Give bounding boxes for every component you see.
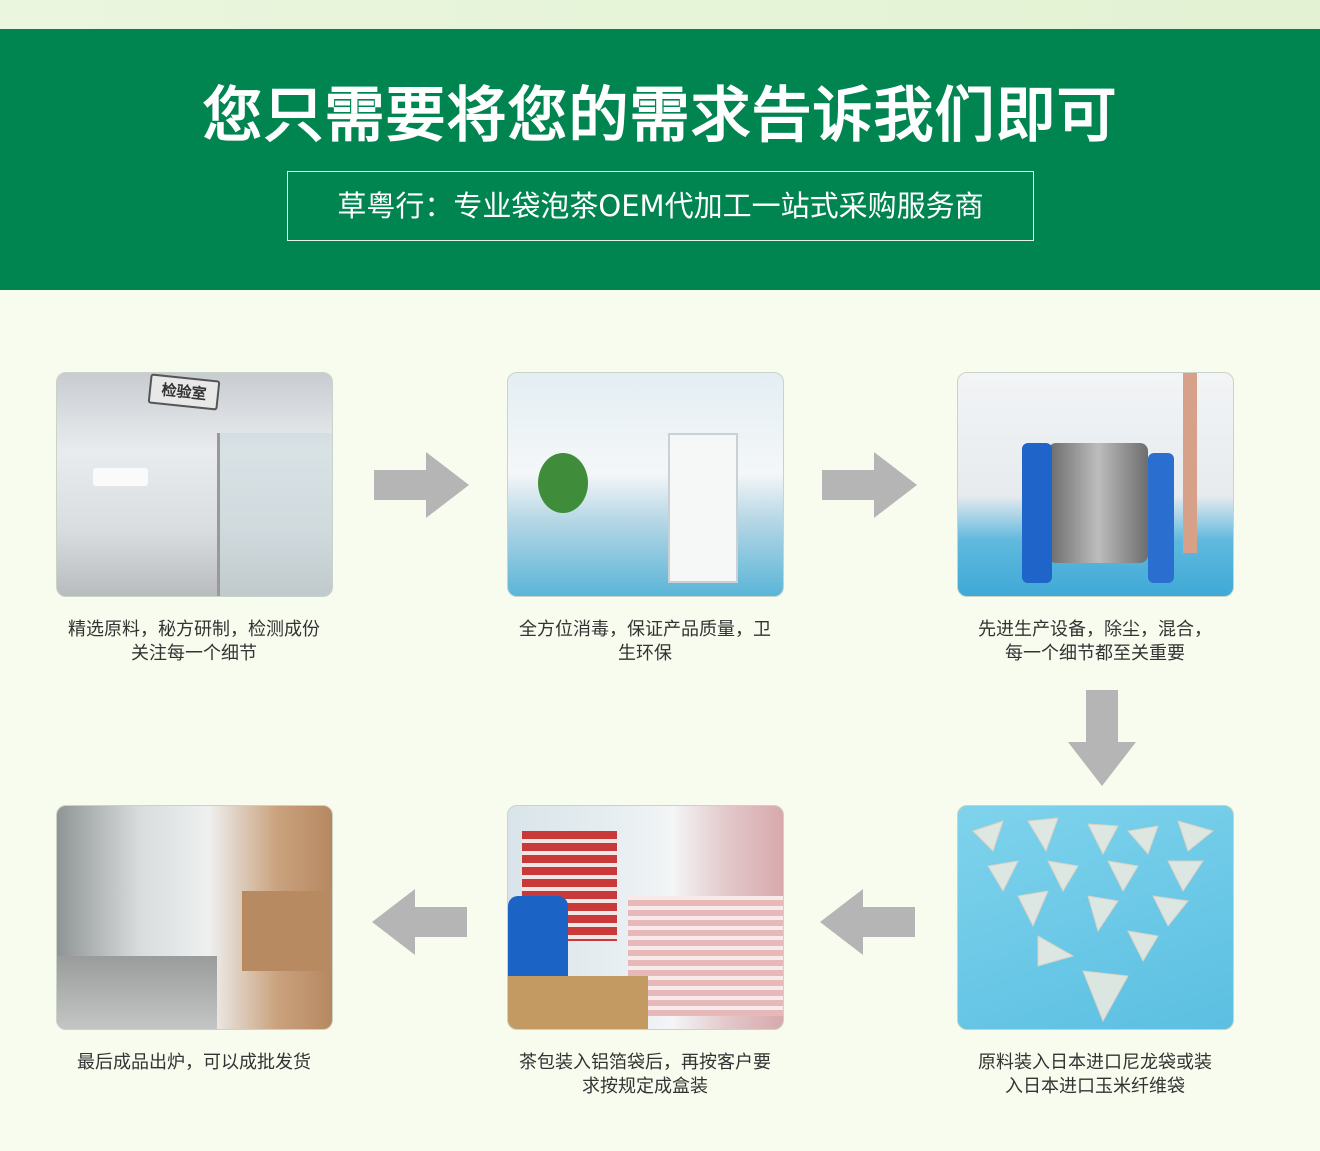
caption-line: 茶包装入铝箔袋后，再按客户要	[519, 1052, 771, 1073]
boxes	[242, 891, 332, 971]
worker	[1022, 443, 1052, 583]
teabags-illustration	[972, 817, 1215, 1023]
photo-inspection-room: 检验室	[56, 372, 333, 597]
caption-line: 全方位消毒，保证产品质量，卫	[519, 619, 771, 640]
step-3-caption: 先进生产设备，除尘，混合， 每一个细节都至关重要	[935, 618, 1255, 666]
carton	[508, 976, 648, 1029]
step-6-caption: 最后成品出炉，可以成批发货	[34, 1051, 354, 1075]
top-band	[0, 0, 1320, 29]
worker	[508, 896, 568, 986]
caption-line: 求按规定成盒装	[582, 1076, 708, 1097]
photo-pyramid-teabags	[957, 805, 1234, 1030]
photo-production-equipment	[957, 372, 1234, 597]
photo-clean-corridor	[507, 372, 784, 597]
step-5-caption: 茶包装入铝箔袋后，再按客户要求按规定成盒装	[485, 1051, 805, 1099]
glass-partition	[217, 433, 332, 596]
tea-packages	[628, 896, 783, 1016]
arrow-right-icon	[374, 452, 469, 518]
photo-warehouse	[56, 805, 333, 1030]
floor	[57, 956, 217, 1029]
photo-packaging	[507, 805, 784, 1030]
step-1-caption: 精选原料，秘方研制，检测成份关注每一个细节	[34, 618, 354, 666]
caption-line: 先进生产设备，除尘，混合，	[978, 619, 1212, 640]
step-2-caption: 全方位消毒，保证产品质量，卫生环保	[485, 618, 805, 666]
caption-line: 原料装入日本进口尼龙袋或装	[978, 1052, 1212, 1073]
duct	[1183, 373, 1197, 553]
caption-line: 关注每一个细节	[131, 643, 257, 664]
caption-line: 精选原料，秘方研制，检测成份	[68, 619, 320, 640]
subtitle-box: 草粤行：专业袋泡茶OEM代加工一站式采购服务商	[287, 171, 1034, 241]
machine	[1048, 443, 1148, 563]
arrow-down-icon	[1068, 690, 1136, 786]
arrow-right-icon	[822, 452, 917, 518]
door	[668, 433, 738, 583]
air-conditioner	[93, 468, 148, 486]
step-4-caption: 原料装入日本进口尼龙袋或装入日本进口玉米纤维袋	[935, 1051, 1255, 1099]
inspection-sign: 检验室	[147, 373, 221, 411]
worker	[1148, 453, 1174, 583]
plant	[538, 453, 588, 513]
caption-line: 生环保	[618, 643, 672, 664]
caption-line: 入日本进口玉米纤维袋	[1005, 1076, 1185, 1097]
caption-line: 每一个细节都至关重要	[1005, 643, 1185, 664]
caption-line: 最后成品出炉，可以成批发货	[77, 1052, 311, 1073]
hero-banner	[0, 29, 1320, 290]
arrow-left-icon	[820, 889, 915, 955]
page-title: 您只需要将您的需求告诉我们即可	[202, 81, 1118, 151]
arrow-left-icon	[372, 889, 467, 955]
